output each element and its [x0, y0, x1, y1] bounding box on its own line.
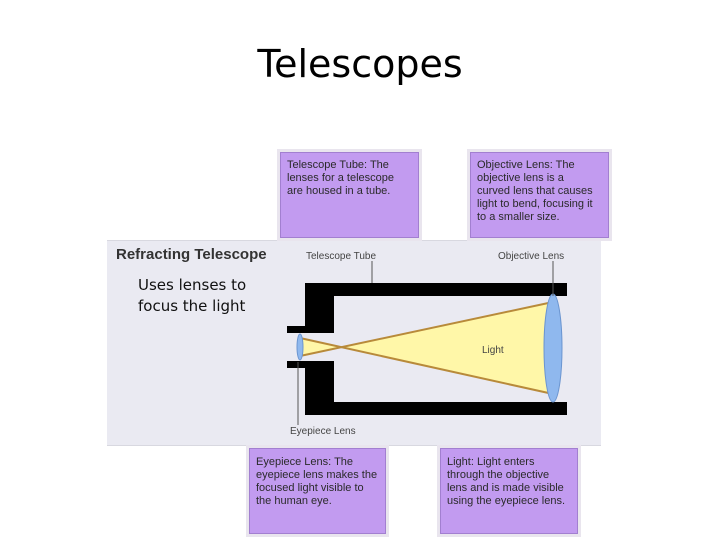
callout-objective-line: objective lens is a: [477, 172, 564, 184]
callout-light-line: through the objective: [447, 469, 550, 481]
tube-back-upper: [305, 283, 334, 328]
eyepiece-housing-bottom: [287, 361, 334, 368]
label-objective-lens: Objective Lens: [498, 251, 565, 262]
callout-tube-line: lenses for a telescope: [287, 172, 395, 184]
caption-line-1: Uses lenses to: [138, 276, 247, 294]
callout-light: Light: Light enters through the objectiv…: [440, 448, 578, 534]
callout-eyepiece-lens: Eyepiece Lens: The eyepiece lens makes t…: [249, 448, 386, 534]
callout-objective-line: light to bend, focusing it: [477, 198, 593, 210]
callout-telescope-tube: Telescope Tube: The lenses for a telesco…: [280, 152, 419, 238]
callout-eyepiece-line: focused light visible to: [256, 482, 364, 494]
callout-eyepiece-line: the human eye.: [256, 495, 332, 507]
beam-edge-bottom: [299, 337, 554, 395]
tube-back-lower: [305, 367, 334, 415]
callout-eyepiece-line: eyepiece lens makes the: [256, 469, 378, 481]
callout-objective-line: curved lens that causes: [477, 185, 593, 197]
objective-lens: [543, 293, 563, 403]
slide-caption: Uses lenses to focus the light: [138, 275, 288, 317]
callout-light-line: lens and is made visible: [447, 482, 564, 494]
eyepiece-housing-top: [287, 326, 334, 333]
diagram-title: Refracting Telescope: [116, 246, 267, 263]
callout-tube-line: Telescope Tube: The: [287, 159, 389, 171]
callout-objective-line: to a smaller size.: [477, 211, 560, 223]
light-beam: [300, 302, 553, 394]
callout-light-line: using the eyepiece lens.: [447, 495, 566, 507]
label-telescope-tube: Telescope Tube: [306, 251, 377, 262]
label-light: Light: [482, 345, 504, 356]
callout-objective-line: Objective Lens: The: [477, 159, 575, 171]
eyepiece-lens: [296, 333, 304, 361]
slide-title: Telescopes: [257, 42, 463, 86]
callout-light-line: Light: Light enters: [447, 456, 535, 468]
callout-objective-lens: Objective Lens: The objective lens is a …: [470, 152, 609, 238]
tube-top-wall: [305, 283, 567, 296]
callout-tube-line: are housed in a tube.: [287, 185, 391, 197]
caption-line-2: focus the light: [138, 297, 246, 315]
tube-bottom-wall: [305, 402, 567, 415]
label-eyepiece-lens: Eyepiece Lens: [290, 426, 356, 437]
callout-eyepiece-line: Eyepiece Lens: The: [256, 456, 354, 468]
